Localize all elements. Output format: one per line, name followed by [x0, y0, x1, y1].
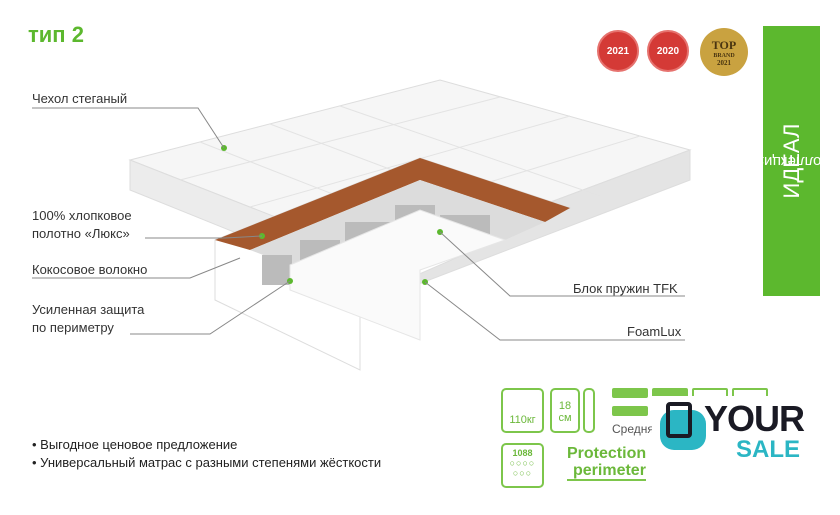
collection-banner: коллекция ИДЕАЛ	[755, 26, 828, 296]
spec-height: 18 см	[550, 388, 580, 433]
callout-lines	[32, 107, 685, 341]
firmness-bar	[612, 406, 648, 416]
coconut-layer	[215, 158, 570, 250]
bullet-1: • Выгодное ценовое предложение	[32, 437, 238, 452]
collection-text: коллекция ИДЕАЛ	[755, 124, 827, 199]
perimeter-text: perimeter	[567, 462, 647, 481]
bullet-text: Выгодное ценовое предложение	[40, 437, 238, 452]
ruler-icon	[583, 388, 595, 433]
spec-max-load: 110кг	[501, 388, 544, 433]
model-title: тип 2	[28, 22, 84, 47]
badge-year: 2021	[606, 45, 630, 57]
badge-product-2021: 2021	[597, 30, 639, 72]
bullet-text: Универсальный матрас с разными степенями…	[40, 455, 382, 470]
badge-brand: BRAND	[713, 52, 735, 59]
height-value: 18 см	[558, 400, 572, 424]
badge-product-2020: 2020	[647, 30, 689, 72]
badge-year: 2020	[656, 45, 680, 57]
watermark: YOUR SALE	[652, 396, 840, 476]
firmness-bar	[652, 388, 688, 398]
spec-springs: 1088○○○○○○○	[501, 443, 544, 488]
bullet-2: • Универсальный матрас с разными степеня…	[32, 455, 382, 470]
label-perimeter: Усиленная защита по периметру	[32, 302, 145, 335]
protection-text: Protection	[567, 445, 647, 462]
springs-icon: ○○○○○○○	[509, 458, 536, 478]
firmness-label: Средня	[612, 422, 654, 436]
label-foamlux: FoamLux	[627, 324, 682, 339]
label-cotton: 100% хлопковое полотно «Люкс»	[32, 208, 132, 241]
label-cover: Чехол стеганый	[32, 91, 128, 106]
label-coconut: Кокосовое волокно	[32, 262, 148, 277]
springs-count: 1088	[512, 448, 533, 458]
max-load-value: 110кг	[509, 414, 536, 426]
firmness-bar	[612, 388, 648, 398]
shopping-bag-icon	[666, 402, 692, 438]
collection-prefix: коллекция	[755, 152, 828, 170]
badge-year: 2021	[717, 58, 731, 67]
watermark-your: YOUR	[704, 398, 805, 439]
watermark-sale: SALE	[736, 436, 801, 463]
badge-top: TOP	[711, 37, 737, 52]
label-springs: Блок пружин TFK	[573, 281, 678, 296]
